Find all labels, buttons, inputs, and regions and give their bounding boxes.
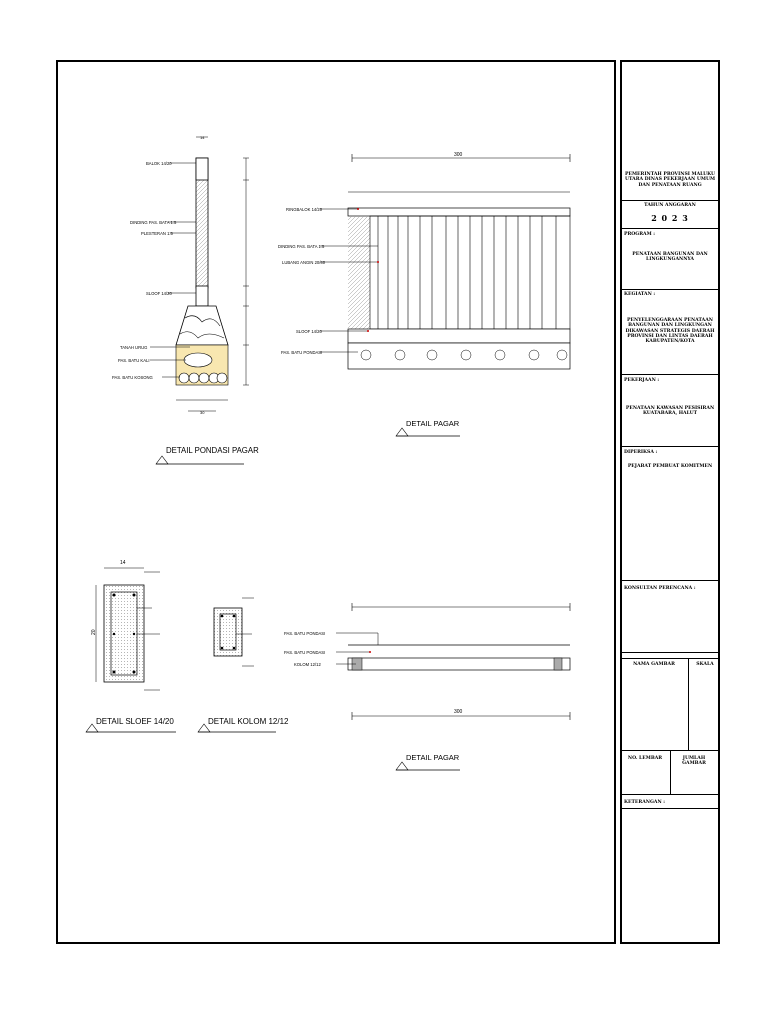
title-detail-pagar-2: DETAIL PAGAR	[406, 753, 460, 762]
kegiatan-value: PENYELENGGARAAN PENATAAN BANGUNAN DAN LI…	[625, 318, 715, 345]
detail-pondasi-pagar: 14 30	[112, 135, 259, 465]
label-ringbalok: RINGBALOK 14/20	[286, 207, 323, 212]
detail-sloof: 14 20 DETAIL SLOEF 14/20	[85, 560, 176, 733]
pekerjaan-label: PEKERJAAN :	[624, 378, 660, 383]
dim-total-top: 300	[454, 152, 463, 158]
label-kolom-b: KOLOM 12/12	[294, 662, 321, 667]
label-sloof: SLOOF 14/20	[146, 291, 173, 296]
jumlah-gambar-label: JUMLAH GAMBAR	[682, 756, 706, 767]
detail-pagar-plan: 300 PAS. BATU PONDASI PAS. BATU PONDASI …	[284, 603, 571, 771]
agency-name: PEMERINTAH PROVINSI MALUKU UTARA DINAS P…	[624, 172, 716, 188]
konsultan-label: KONSULTAN PERENCANA :	[624, 586, 696, 591]
title-block: PEMERINTAH PROVINSI MALUKU UTARA DINAS P…	[620, 60, 720, 944]
title-detail-pondasi: DETAIL PONDASI PAGAR	[166, 446, 259, 455]
dim-top-width: 14	[200, 135, 205, 140]
detail-pagar-elevation: 300	[278, 152, 571, 437]
program-value: PENATAAN BANGUNAN DAN LINGKUNGANNYA	[632, 252, 708, 263]
keterangan-label: KETERANGAN :	[624, 800, 665, 805]
dim-sloof-height: 20	[91, 629, 97, 635]
label-dinding2: DINDING PAS. BATA 1:5	[278, 244, 325, 249]
title-detail-kolom: DETAIL KOLOM 12/12	[208, 717, 289, 726]
label-pas-batu-kosong: PAS. BATU KOSONG	[112, 375, 153, 380]
dim-base-width: 30	[200, 410, 205, 415]
diperiksa-label: DIPERIKSA :	[624, 450, 658, 455]
program-label: PROGRAM :	[624, 232, 655, 237]
skala-label: SKALA	[696, 662, 714, 667]
no-lembar-label: NO. LEMBAR	[627, 756, 663, 761]
label-lubang-angin: LUBANG ANGIN 20/40	[282, 260, 326, 265]
drawing-frame	[56, 60, 616, 944]
pekerjaan-value: PENATAAN KAWASAN PESISIRAN KUATABARA, HA…	[625, 406, 715, 417]
title-detail-sloof: DETAIL SLOEF 14/20	[96, 717, 174, 726]
label-pas-batu-pondasi: PAS. BATU PONDASI	[281, 350, 322, 355]
kegiatan-label: KEGIATAN :	[624, 292, 656, 297]
diperiksa-value: PEJABAT PEMBUAT KOMITMEN	[627, 464, 713, 469]
label-dinding: DINDING PAS. BATA 1:5	[130, 220, 177, 225]
dim-sloof-width: 14	[120, 560, 126, 566]
label-tanah-urug: TANAH URUG	[120, 345, 147, 350]
title-detail-pagar-1: DETAIL PAGAR	[406, 419, 460, 428]
label-pas-batu-pondasi-b1: PAS. BATU PONDASI	[284, 631, 325, 636]
year-label: TAHUN ANGGARAN	[644, 203, 696, 208]
label-pas-batu-pondasi-b2: PAS. BATU PONDASI	[284, 650, 325, 655]
label-plester: PLESTERAN 1:5	[141, 231, 174, 236]
nama-gambar-label: NAMA GAMBAR	[633, 662, 675, 667]
year-value: 2 0 2 3	[651, 213, 689, 223]
detail-kolom: DETAIL KOLOM 12/12	[197, 597, 289, 733]
label-balok: BALOK 14/20	[146, 161, 172, 166]
label-sloof2: SLOOF 14/20	[296, 329, 323, 334]
dim-total-bottom: 300	[454, 709, 463, 715]
label-pas-batu-kali: PAS. BATU KALI	[118, 358, 150, 363]
